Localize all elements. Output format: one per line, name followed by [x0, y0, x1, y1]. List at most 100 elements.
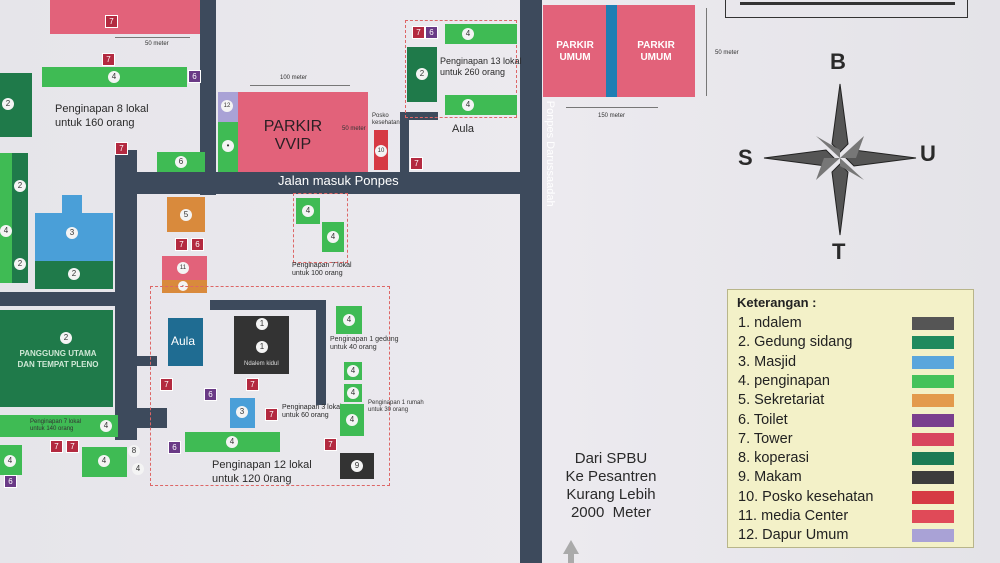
marker-6: 6 — [175, 156, 187, 168]
masjid-block — [62, 195, 82, 215]
legend-item: 7. Tower — [738, 430, 968, 448]
marker-4: 4 — [343, 314, 355, 326]
toilet-badge: 6 — [4, 475, 17, 488]
label-penginapan-3: Penginapan 3 lokal untuk 60 orang — [282, 404, 342, 419]
tower-block-top — [50, 0, 200, 34]
legend-item: 9. Makam — [738, 468, 968, 486]
label-penginapan-12: Penginapan 12 lokal untuk 120 0rang — [212, 459, 312, 485]
compass-east: U — [920, 141, 936, 166]
legend-item-label: 3. Masjid — [738, 353, 797, 370]
tower-badge: 7 — [175, 238, 188, 251]
legend-item-label: 7. Tower — [738, 430, 793, 447]
penginapan-block — [0, 415, 118, 437]
legend-item-label: 11. media Center — [738, 508, 849, 524]
marker-4: 4 — [327, 231, 339, 243]
label-ndalem-kidul: Ndalem kidul — [244, 361, 279, 367]
marker-2: 2 — [60, 332, 72, 344]
legend-item: 8. koperasi — [738, 449, 968, 467]
marker-2: 2 — [68, 268, 80, 280]
parkir-umum-block-right — [617, 5, 695, 97]
dim-arrow — [115, 37, 190, 38]
legend-swatch — [912, 432, 954, 446]
parkir-vvip-block — [238, 92, 368, 172]
penginapan-block — [0, 153, 14, 283]
label-parkir-umum-right: PARKIR UMUM — [637, 40, 675, 63]
marker-4: 4 — [132, 463, 144, 475]
tower-badge: 7 — [265, 408, 278, 421]
penginapan-block — [445, 24, 517, 44]
legend-item-label: 2. Gedung sidang — [738, 334, 853, 351]
label-penginapan-13: Penginapan 13 lokal untuk 260 orang — [440, 56, 522, 77]
marker-1: 1 — [256, 318, 268, 330]
marker-2: 2 — [14, 258, 26, 270]
marker-4: 4 — [346, 414, 358, 426]
tower-badge: 7 — [246, 378, 259, 391]
toilet-badge: 6 — [168, 441, 181, 454]
legend-item: 2. Gedung sidang — [738, 333, 968, 351]
label-penginapan-1-rumah: Penginapan 1 rumah untuk 30 orang — [368, 400, 424, 413]
tower-badge: 7 — [324, 438, 337, 451]
legend-swatch — [912, 471, 954, 485]
arrow-up-icon — [563, 540, 579, 563]
marker-9: 9 — [351, 460, 363, 472]
marker-3: 3 — [236, 406, 248, 418]
dim-label-50m: 50 meter — [342, 126, 366, 132]
legend-item-label: 5. Sekretariat — [738, 392, 825, 409]
legend-title: Keterangan : — [737, 295, 817, 310]
legend-swatch — [912, 452, 954, 466]
legend-item-label: 6. Toilet — [738, 411, 788, 428]
dim-label-100m: 100 meter — [280, 75, 308, 81]
legend-swatch — [912, 355, 954, 369]
legend-swatch — [912, 490, 954, 504]
marker-4: 4 — [302, 205, 314, 217]
compass-south: T — [832, 239, 846, 264]
toilet-badge: 6 — [425, 26, 438, 39]
legend-item: 10. Posko kesehatan — [738, 488, 968, 506]
legend-swatch — [912, 510, 954, 523]
compass-rose-icon — [763, 83, 917, 236]
legend-swatch — [912, 374, 954, 388]
road-aula-vertical — [400, 112, 409, 174]
road-ponpes-vertical — [520, 0, 542, 563]
parkir-umum-block-left — [543, 5, 606, 97]
marker-4: 4 — [108, 71, 120, 83]
marker-4: 4 — [226, 436, 238, 448]
marker-1: 1 — [256, 341, 268, 353]
road-aula-stub — [400, 112, 438, 120]
legend-swatch — [912, 394, 954, 408]
dim-label-50m: 50 meter — [715, 50, 739, 56]
marker-4: 4 — [347, 387, 359, 399]
marker-4: 4 — [100, 420, 112, 432]
legend-item-label: 8. koperasi — [738, 450, 809, 467]
tower-badge: 6 — [191, 238, 204, 251]
dim-arrow — [566, 107, 658, 108]
road-left-horizontal — [0, 292, 137, 306]
divider-strip — [606, 5, 617, 97]
compass-west: S — [738, 145, 753, 170]
label-parkir-umum-left: PARKIR UMUM — [556, 40, 594, 63]
road-bottom-stub — [137, 408, 167, 428]
legend-item: 1. ndalem — [738, 314, 968, 332]
legend-swatch — [912, 336, 954, 350]
marker-3: 3 — [66, 227, 78, 239]
legend-panel: Keterangan : 1. ndalem 2. Gedung sidang 3.… — [727, 289, 974, 548]
marker-4: 4 — [4, 455, 16, 467]
toilet-badge: 6 — [188, 70, 201, 83]
label-penginapan-1-gedung: Penginapan 1 gedung untuk 40 orang — [330, 336, 399, 351]
title-box — [725, 0, 968, 18]
area-outline — [293, 193, 348, 263]
road-top-vertical — [200, 0, 216, 195]
marker-4: 4 — [0, 225, 12, 237]
compass-north: B — [830, 49, 846, 74]
label-penginapan-7-left: Penginapan 7 lokal untuk 140 orang — [30, 419, 82, 432]
dim-arrow — [250, 85, 350, 86]
toilet-badge: 6 — [204, 388, 217, 401]
label-panggung: PANGGUNG UTAMA DAN TEMPAT PLENO — [17, 349, 99, 369]
marker-12: 12 — [221, 100, 233, 112]
marker-4: • — [222, 140, 234, 152]
legend-item: 4. penginapan — [738, 372, 968, 390]
tower-badge: 7 — [412, 26, 425, 39]
road-inner-vertical — [316, 300, 326, 405]
road-mid-stub — [137, 356, 157, 366]
